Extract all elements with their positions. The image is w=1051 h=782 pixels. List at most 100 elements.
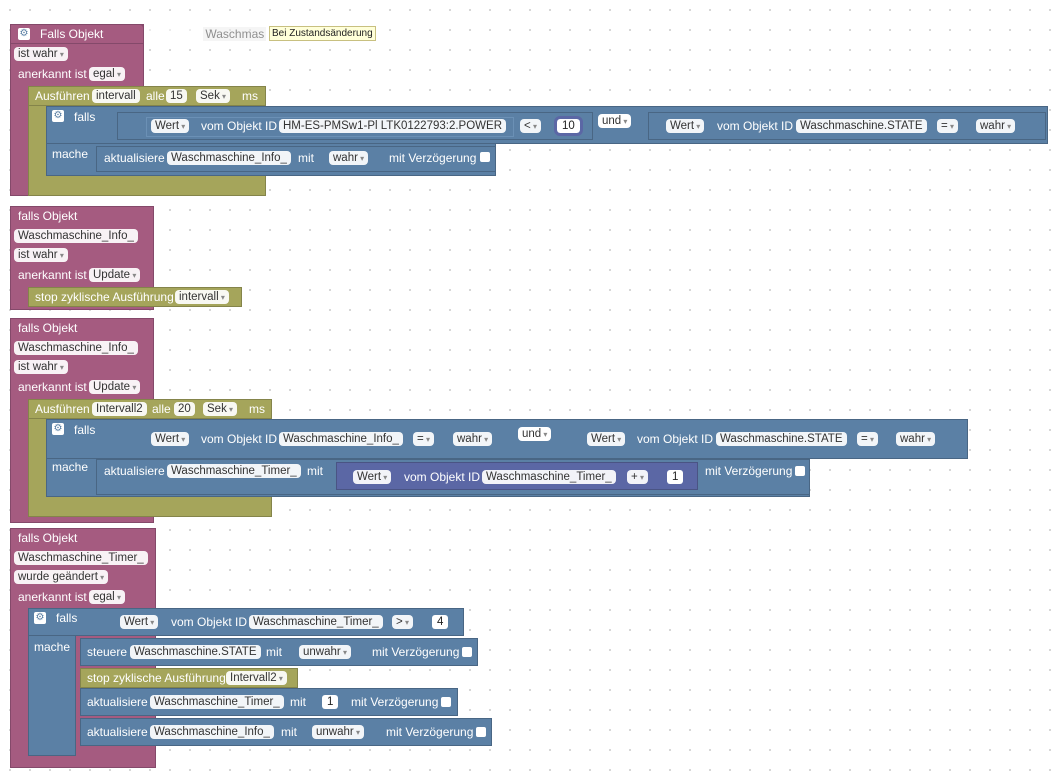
number-field[interactable]: 1 — [667, 470, 684, 484]
every-label: alle — [152, 402, 171, 416]
operator-dropdown[interactable]: = — [937, 119, 958, 133]
ack-dropdown[interactable]: Update — [89, 268, 141, 282]
value-dropdown[interactable]: Wert — [587, 432, 626, 446]
from-object-label: vom Objekt ID — [637, 432, 714, 446]
object-id[interactable]: Waschmaschine.STATE — [716, 432, 847, 446]
ack-label: anerkannt ist — [18, 67, 87, 81]
operator-dropdown[interactable]: + — [627, 470, 648, 484]
do-label: mache — [34, 640, 71, 654]
value-dropdown[interactable]: Wert — [120, 615, 159, 629]
gear-icon[interactable]: ⚙ — [34, 612, 46, 624]
interval-dropdown[interactable]: intervall — [175, 290, 229, 304]
delay-checkbox[interactable] — [441, 697, 451, 707]
interval-value[interactable]: 15 — [166, 89, 187, 103]
from-object-label: vom Objekt ID — [717, 119, 794, 133]
number-field[interactable]: 1 — [322, 695, 339, 709]
object-id[interactable]: Waschmaschine_Info_ — [167, 151, 291, 165]
run-label: Ausführen — [35, 402, 90, 416]
do-label: mache — [52, 147, 89, 161]
ms-label: ms — [249, 402, 265, 416]
value-dropdown[interactable]: Wert — [151, 119, 190, 133]
value-dropdown[interactable]: Wert — [151, 432, 190, 446]
ack-dropdown[interactable]: egal — [89, 590, 125, 604]
delay-checkbox[interactable] — [795, 466, 805, 476]
delay-label: mit Verzögerung — [372, 645, 460, 659]
object-field[interactable]: Waschmaschine_Info_ — [14, 341, 138, 355]
boolean-dropdown[interactable]: wahr — [329, 151, 369, 165]
delay-checkbox[interactable] — [480, 152, 490, 162]
delay-checkbox[interactable] — [462, 647, 472, 657]
event-title: falls Objekt — [18, 209, 78, 223]
unit-dropdown[interactable]: Sek — [196, 89, 231, 103]
boolean-dropdown[interactable]: unwahr — [299, 645, 351, 659]
object-id-label: Objekt ID — [150, 27, 201, 41]
object-field[interactable]: Waschmaschine_Info_ — [14, 229, 138, 243]
event-title: Falls Objekt — [40, 27, 104, 41]
interval-value[interactable]: 20 — [174, 402, 195, 416]
number-field[interactable]: 4 — [432, 615, 449, 629]
ack-label: anerkannt ist — [18, 590, 87, 604]
object-id[interactable]: Waschmaschine_Info_ — [150, 725, 274, 739]
object-id[interactable]: Waschmaschine_Timer_ — [167, 464, 301, 478]
event-title: falls Objekt — [18, 531, 78, 545]
condition-dropdown[interactable]: ist wahr — [14, 47, 68, 61]
gear-icon[interactable]: ⚙ — [18, 28, 30, 40]
action-label: steuere — [87, 645, 128, 659]
object-id[interactable]: Waschmaschine_Timer_ — [482, 470, 616, 484]
delay-label: mit Verzögerung — [386, 725, 474, 739]
object-id[interactable]: Waschmaschine_Timer_ — [150, 695, 284, 709]
with-label: mit — [307, 464, 323, 478]
interval-name[interactable]: Intervall2 — [92, 402, 147, 416]
and-dropdown[interactable]: und — [518, 427, 552, 441]
tooltip: Bei Zustandsänderung — [269, 26, 376, 41]
ack-dropdown[interactable]: egal — [89, 67, 125, 81]
control-block[interactable] — [80, 638, 478, 666]
operator-dropdown[interactable]: = — [413, 432, 434, 446]
unit-dropdown[interactable]: Sek — [203, 402, 238, 416]
operator-dropdown[interactable]: > — [392, 615, 413, 629]
condition-dropdown[interactable]: ist wahr — [14, 248, 68, 262]
ack-dropdown[interactable]: Update — [89, 380, 141, 394]
delay-checkbox[interactable] — [476, 727, 486, 737]
object-id[interactable]: Waschmaschine.STATE — [796, 119, 927, 133]
value-dropdown[interactable]: Wert — [666, 119, 705, 133]
interval-name[interactable]: intervall — [92, 89, 140, 103]
condition-dropdown[interactable]: ist wahr — [14, 360, 68, 374]
object-id[interactable]: Waschmaschine_Info_ — [279, 432, 403, 446]
boolean-dropdown[interactable]: wahr — [453, 432, 493, 446]
interval-dropdown[interactable]: Intervall2 — [226, 671, 287, 685]
delay-label: mit Verzögerung — [389, 151, 477, 165]
stop-label: stop zyklische Ausführung — [87, 671, 226, 685]
event-title: falls Objekt — [18, 321, 78, 335]
from-object-label: vom Objekt ID — [404, 470, 481, 484]
boolean-dropdown[interactable]: wahr — [896, 432, 936, 446]
operator-dropdown[interactable]: < — [520, 119, 541, 133]
if-label: falls — [74, 423, 96, 437]
object-id[interactable]: Waschmaschine.STATE — [130, 645, 261, 659]
gear-icon[interactable]: ⚙ — [52, 110, 64, 122]
object-id[interactable]: HM-ES-PMSw1-Pl LTK0122793:2.POWER — [279, 119, 506, 133]
boolean-dropdown[interactable]: wahr — [976, 119, 1016, 133]
object-id-value: Waschmas — [203, 27, 267, 41]
delay-label: mit Verzögerung — [705, 464, 793, 478]
with-label: mit — [290, 695, 306, 709]
update-block-4[interactable] — [80, 718, 492, 746]
value-dropdown[interactable]: Wert — [353, 470, 392, 484]
every-label: alle — [146, 89, 165, 103]
stop-label: stop zyklische Ausführung — [35, 290, 174, 304]
action-label: aktualisiere — [87, 725, 148, 739]
with-label: mit — [281, 725, 297, 739]
number-field[interactable]: 10 — [554, 116, 583, 136]
gear-icon[interactable]: ⚙ — [52, 423, 64, 435]
object-id[interactable]: Waschmaschine_Timer_ — [249, 615, 383, 629]
object-field[interactable]: Waschmaschine_Timer_ — [14, 551, 148, 565]
do-label: mache — [52, 460, 89, 474]
boolean-dropdown[interactable]: unwahr — [312, 725, 364, 739]
operator-dropdown[interactable]: = — [857, 432, 878, 446]
update-block-1[interactable] — [96, 146, 496, 172]
action-label: aktualisiere — [104, 151, 165, 165]
condition-dropdown[interactable]: wurde geändert — [14, 570, 109, 584]
ack-label: anerkannt ist — [18, 380, 87, 394]
action-label: aktualisiere — [104, 464, 165, 478]
and-dropdown[interactable]: und — [598, 114, 632, 128]
